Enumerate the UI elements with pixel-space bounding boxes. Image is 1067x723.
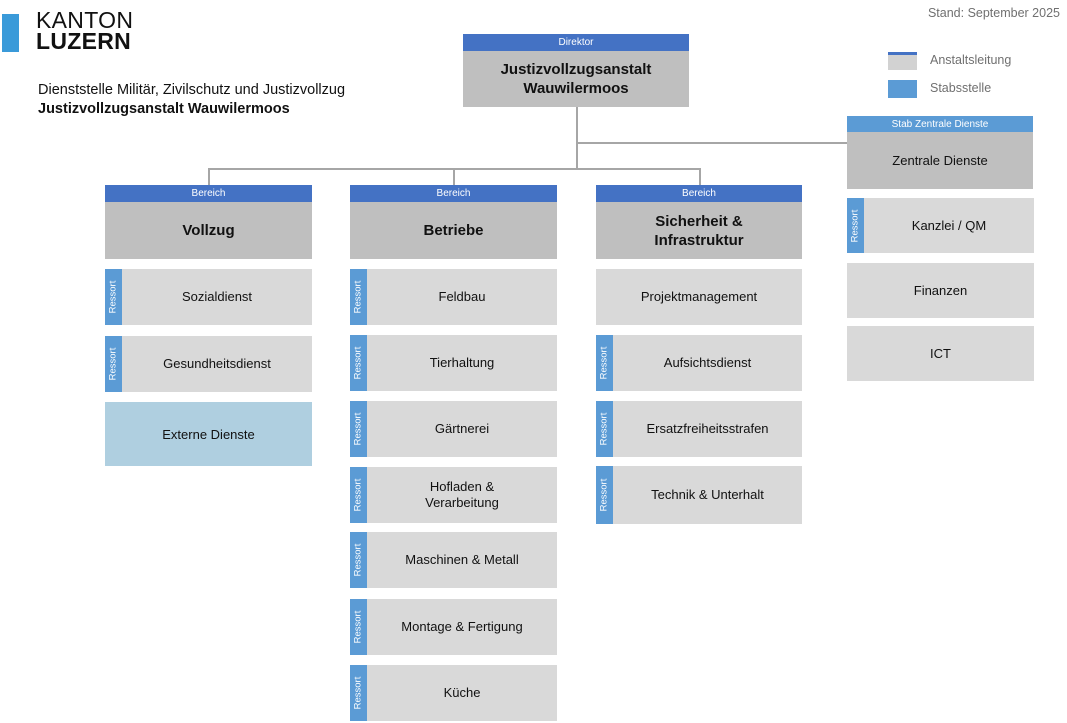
ressort-maschinen-metall: Ressort Maschinen & Metall bbox=[350, 532, 557, 588]
ressort-hofladen: Ressort Hofladen & Verarbeitung bbox=[350, 467, 557, 523]
ressort-label: Ersatzfreiheitsstrafen bbox=[646, 421, 769, 436]
director-tag: Direktor bbox=[463, 34, 689, 51]
legend-anstaltsleitung-label: Anstaltsleitung bbox=[930, 53, 1012, 67]
stab-item-finanzen: Finanzen bbox=[847, 263, 1034, 318]
connector-stab-horizontal bbox=[577, 142, 847, 144]
connector-vollzug bbox=[208, 168, 210, 185]
ressort-technik-unterhalt: Ressort Technik & Unterhalt bbox=[596, 466, 802, 524]
ressort-tag: Ressort bbox=[350, 335, 367, 391]
ressort-label: Maschinen & Metall bbox=[405, 552, 519, 567]
bereich-betriebe-box: Betriebe bbox=[350, 202, 557, 259]
ressort-tag: Ressort bbox=[350, 532, 367, 588]
ressort-aufsichtsdienst: Ressort Aufsichtsdienst bbox=[596, 335, 802, 391]
ressort-tag: Ressort bbox=[350, 467, 367, 523]
ressort-tag: Ressort bbox=[596, 401, 613, 457]
connector-director-vertical bbox=[576, 107, 578, 169]
legend-anstaltsleitung-swatch bbox=[888, 52, 917, 70]
ressort-tag: Ressort bbox=[350, 269, 367, 325]
ressort-tag: Ressort bbox=[350, 665, 367, 721]
ressort-label: Technik & Unterhalt bbox=[651, 487, 764, 502]
ressort-tag: Ressort bbox=[847, 198, 864, 253]
ressort-gaertnerei: Ressort Gärtnerei bbox=[350, 401, 557, 457]
stab-zentrale-dienste-box: Zentrale Dienste bbox=[847, 132, 1033, 189]
ressort-ersatzfreiheitsstrafen: Ressort Ersatzfreiheitsstrafen bbox=[596, 401, 802, 457]
logo-kanton-luzern: KANTON LUZERN bbox=[36, 7, 134, 54]
anstalt-title: Justizvollzugsanstalt Wauwilermoos bbox=[38, 101, 290, 117]
logo-bar bbox=[2, 14, 19, 52]
ressort-label: Gesundheitsdienst bbox=[163, 356, 271, 371]
director-box: Justizvollzugsanstalt Wauwilermoos bbox=[463, 51, 689, 107]
bereich-betriebe-tag: Bereich bbox=[350, 185, 557, 202]
ressort-label: Küche bbox=[443, 685, 481, 700]
ressort-feldbau: Ressort Feldbau bbox=[350, 269, 557, 325]
ressort-label: Sozialdienst bbox=[181, 289, 253, 304]
ressort-kueche: Ressort Küche bbox=[350, 665, 557, 721]
stand-date: Stand: September 2025 bbox=[927, 6, 1060, 20]
ressort-tag: Ressort bbox=[596, 466, 613, 524]
ressort-tag: Ressort bbox=[596, 335, 613, 391]
ressort-label: Feldbau bbox=[438, 289, 486, 304]
ressort-sozialdienst: Ressort Sozialdienst bbox=[105, 269, 312, 325]
ressort-tierhaltung: Ressort Tierhaltung bbox=[350, 335, 557, 391]
ressort-tag: Ressort bbox=[350, 401, 367, 457]
ressort-tag: Ressort bbox=[105, 336, 122, 392]
ressort-tag: Ressort bbox=[105, 269, 122, 325]
stab-item-ict: ICT bbox=[847, 326, 1034, 381]
ressort-label: Gärtnerei bbox=[434, 421, 490, 436]
legend-stabsstelle-swatch bbox=[888, 80, 917, 98]
ressort-label: Tierhaltung bbox=[429, 355, 495, 370]
ressort-label: Hofladen & Verarbeitung bbox=[425, 479, 499, 510]
ressort-gesundheitsdienst: Ressort Gesundheitsdienst bbox=[105, 336, 312, 392]
stab-item-kanzlei: Ressort Kanzlei / QM bbox=[847, 198, 1034, 253]
bereich-sicherheit-box: Sicherheit & Infrastruktur bbox=[596, 202, 802, 259]
logo-line-1: KANTON bbox=[36, 7, 134, 33]
externe-dienste-box: Externe Dienste bbox=[105, 402, 312, 466]
ressort-label: Montage & Fertigung bbox=[401, 619, 523, 634]
legend-stabsstelle-label: Stabsstelle bbox=[930, 81, 992, 95]
bereich-vollzug-tag: Bereich bbox=[105, 185, 312, 202]
connector-sicherheit bbox=[699, 168, 701, 185]
stab-tag: Stab Zentrale Dienste bbox=[847, 116, 1033, 132]
ressort-label: Aufsichtsdienst bbox=[663, 355, 752, 370]
dienststelle-label: Dienststelle Militär, Zivilschutz und Ju… bbox=[38, 82, 346, 98]
ressort-montage-fertigung: Ressort Montage & Fertigung bbox=[350, 599, 557, 655]
bereich-sicherheit-tag: Bereich bbox=[596, 185, 802, 202]
logo-line-2: LUZERN bbox=[36, 28, 132, 54]
bereich-vollzug-box: Vollzug bbox=[105, 202, 312, 259]
stab-item-label: Kanzlei / QM bbox=[911, 217, 987, 233]
connector-betriebe bbox=[453, 168, 455, 185]
ressort-tag: Ressort bbox=[350, 599, 367, 655]
projektmanagement-box: Projektmanagement bbox=[596, 269, 802, 325]
